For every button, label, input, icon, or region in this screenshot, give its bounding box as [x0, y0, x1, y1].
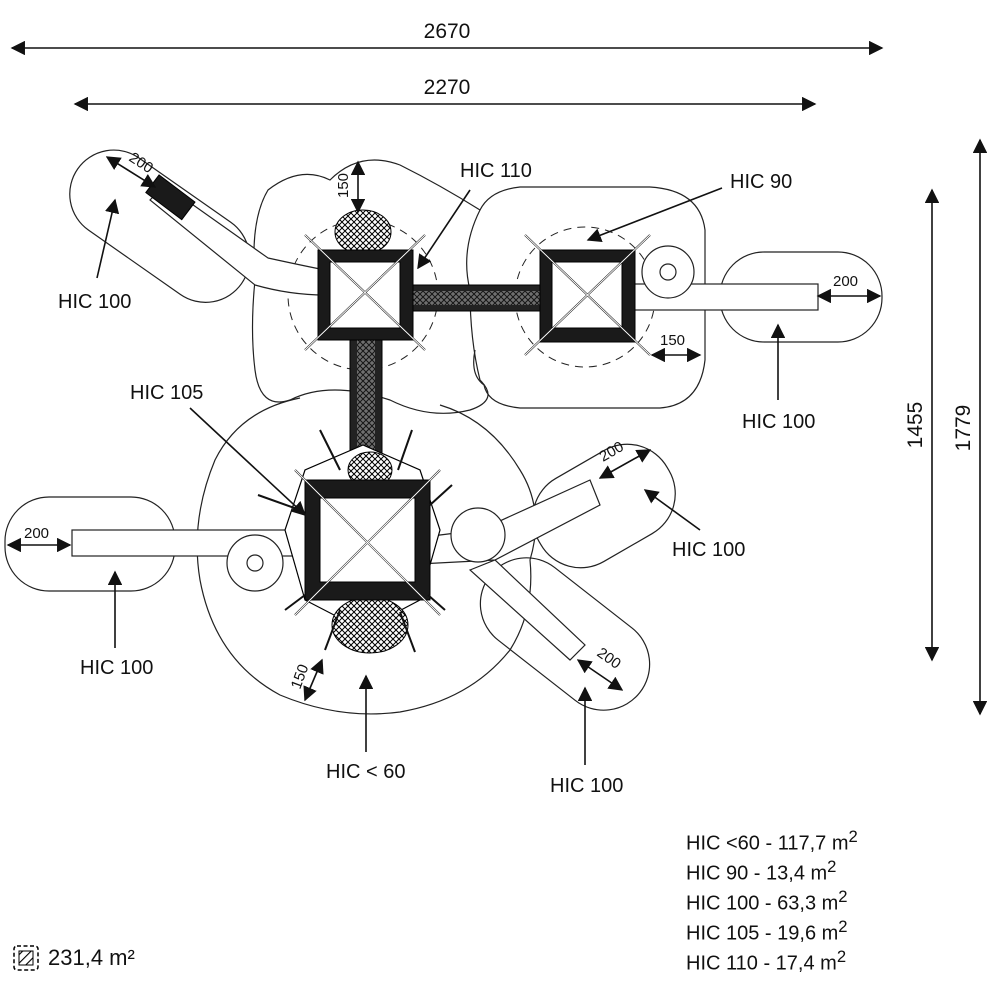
hic-label-top-left-slide: HIC 100	[58, 291, 131, 313]
dimension-structure-width-label: 2270	[424, 76, 471, 99]
total-area: 231,4 m²	[12, 944, 135, 972]
legend-row: HIC 90 - 13,4 m2	[686, 857, 837, 885]
dimension-overall-depth: 1779	[952, 138, 988, 716]
dimension-structure-width: 2270	[73, 76, 817, 112]
clearance-right-tower-label: 150	[660, 332, 685, 349]
clearance-right-label: 200	[833, 273, 858, 290]
dimension-structure-depth: 1455	[904, 188, 940, 662]
net-dome-bottom	[331, 596, 409, 654]
zone-bottom-tower	[196, 397, 537, 715]
clearance-bottom-tower-label: 150	[288, 662, 313, 691]
hic-label-bottom-right-slide: HIC 100	[550, 775, 623, 797]
zone-top-tower	[251, 159, 489, 414]
zone-right-tower	[473, 186, 706, 409]
hic-label-right-tower: HIC 90	[730, 171, 792, 193]
hic-label-right-mid-slide: HIC 100	[672, 539, 745, 561]
clearance-right-bottom-label: 200	[594, 644, 624, 672]
total-area-value: 231,4 m²	[48, 945, 135, 970]
slide-right-mid-spiral	[450, 507, 506, 563]
zone-slide-top-left	[69, 149, 251, 303]
dimension-overall-depth-label: 1779	[952, 405, 975, 452]
zone-slide-right-mid	[532, 443, 676, 569]
dimension-overall-width: 2670	[10, 20, 884, 56]
hic-label-left-bottom-slide: HIC 100	[80, 657, 153, 679]
legend-row: HIC 110 - 17,4 m2	[686, 947, 847, 975]
slide-right-bottom	[468, 559, 586, 661]
legend-row: HIC <60 - 117,7 m2	[686, 827, 858, 855]
hic-label-bottom-zone: HIC < 60	[326, 761, 405, 783]
play-structure	[71, 174, 819, 661]
slide-right	[607, 283, 819, 311]
hic-label-top-tower: HIC 110	[460, 160, 532, 182]
net-dome-top	[334, 209, 392, 255]
dimension-overall-width-label: 2670	[424, 20, 471, 43]
clearance-top-tower-label: 150	[335, 173, 352, 198]
hatched-square-icon	[13, 945, 39, 971]
hic-label-right-slide: HIC 100	[742, 411, 815, 433]
clearance-left-bottom-label: 200	[24, 525, 49, 542]
hic-label-bottom-tower-net: HIC 105	[130, 382, 203, 404]
legend-row: HIC 100 - 63,3 m2	[686, 887, 848, 915]
legend-row: HIC 105 - 19,6 m2	[686, 917, 848, 945]
dimension-structure-depth-label: 1455	[904, 402, 927, 449]
clearance-right-mid-label: 200	[597, 438, 627, 465]
hic-annotations: HIC 100 HIC 110 HIC 90 HIC 100 HIC 105 H…	[58, 160, 815, 797]
hic-area-legend: HIC <60 - 117,7 m2 HIC 90 - 13,4 m2 HIC …	[686, 822, 986, 975]
